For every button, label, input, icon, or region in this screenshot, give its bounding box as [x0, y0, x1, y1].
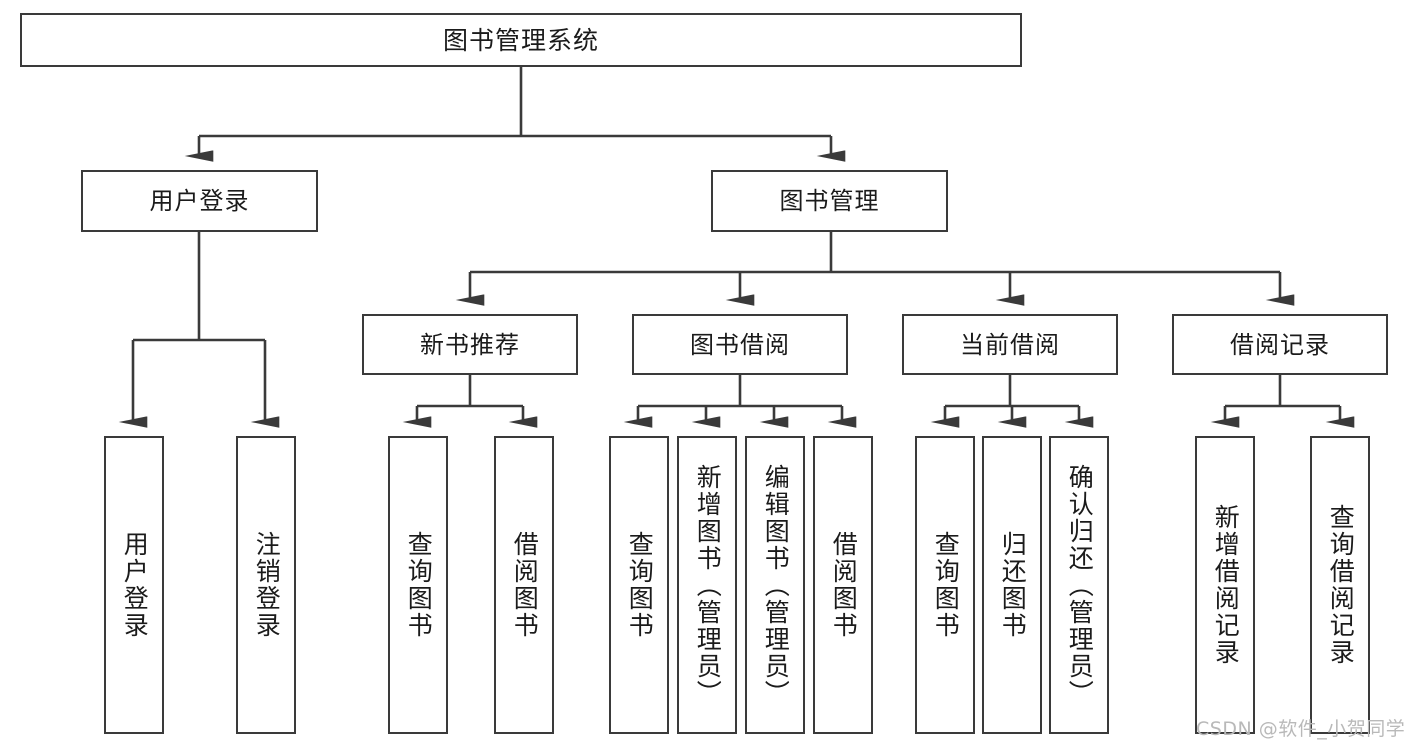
node-label: 图书借阅: [690, 330, 790, 359]
node-root-system[interactable]: 图书管理系统: [20, 13, 1022, 67]
node-label: 新增借阅记录: [1211, 504, 1241, 666]
watermark: CSDN @软件_小贺同学: [1196, 718, 1405, 740]
leaf-book-borrow-add[interactable]: 新增图书（管理员）: [677, 436, 737, 734]
node-label: 查询借阅记录: [1326, 504, 1356, 666]
node-new-book-recommend[interactable]: 新书推荐: [362, 314, 578, 375]
leaf-borrow-record-add[interactable]: 新增借阅记录: [1195, 436, 1255, 734]
leaf-current-borrow-return[interactable]: 归还图书: [982, 436, 1042, 734]
node-label: 当前借阅: [960, 330, 1060, 359]
leaf-book-borrow-borrow[interactable]: 借阅图书: [813, 436, 873, 734]
node-label: 确认归还（管理员）: [1065, 463, 1095, 707]
node-label: 图书管理: [779, 187, 880, 215]
node-borrow-record[interactable]: 借阅记录: [1172, 314, 1388, 375]
node-label: 新增图书（管理员）: [693, 463, 723, 707]
leaf-new-book-query[interactable]: 查询图书: [388, 436, 448, 734]
node-label: 用户登录: [149, 187, 250, 215]
node-label: 注销登录: [252, 531, 282, 639]
node-book-borrow[interactable]: 图书借阅: [632, 314, 848, 375]
leaf-new-book-borrow[interactable]: 借阅图书: [494, 436, 554, 734]
node-label: 图书管理系统: [442, 25, 599, 55]
leaf-user-login-login[interactable]: 用户登录: [104, 436, 164, 734]
leaf-borrow-record-query[interactable]: 查询借阅记录: [1310, 436, 1370, 734]
node-label: 借阅图书: [829, 531, 859, 639]
node-label: 查询图书: [931, 531, 961, 639]
leaf-book-borrow-query[interactable]: 查询图书: [609, 436, 669, 734]
node-label: 借阅记录: [1230, 330, 1330, 359]
leaf-user-login-logout[interactable]: 注销登录: [236, 436, 296, 734]
node-label: 新书推荐: [420, 330, 520, 359]
node-label: 查询图书: [404, 531, 434, 639]
node-book-management[interactable]: 图书管理: [711, 170, 948, 232]
node-label: 归还图书: [998, 531, 1028, 639]
node-label: 用户登录: [120, 531, 150, 639]
node-user-login[interactable]: 用户登录: [81, 170, 318, 232]
leaf-current-borrow-confirm-return[interactable]: 确认归还（管理员）: [1049, 436, 1109, 734]
node-label: 借阅图书: [510, 531, 540, 639]
node-label: 编辑图书（管理员）: [761, 463, 791, 707]
node-label: 查询图书: [625, 531, 655, 639]
leaf-current-borrow-query[interactable]: 查询图书: [915, 436, 975, 734]
node-current-borrow[interactable]: 当前借阅: [902, 314, 1118, 375]
leaf-book-borrow-edit[interactable]: 编辑图书（管理员）: [745, 436, 805, 734]
